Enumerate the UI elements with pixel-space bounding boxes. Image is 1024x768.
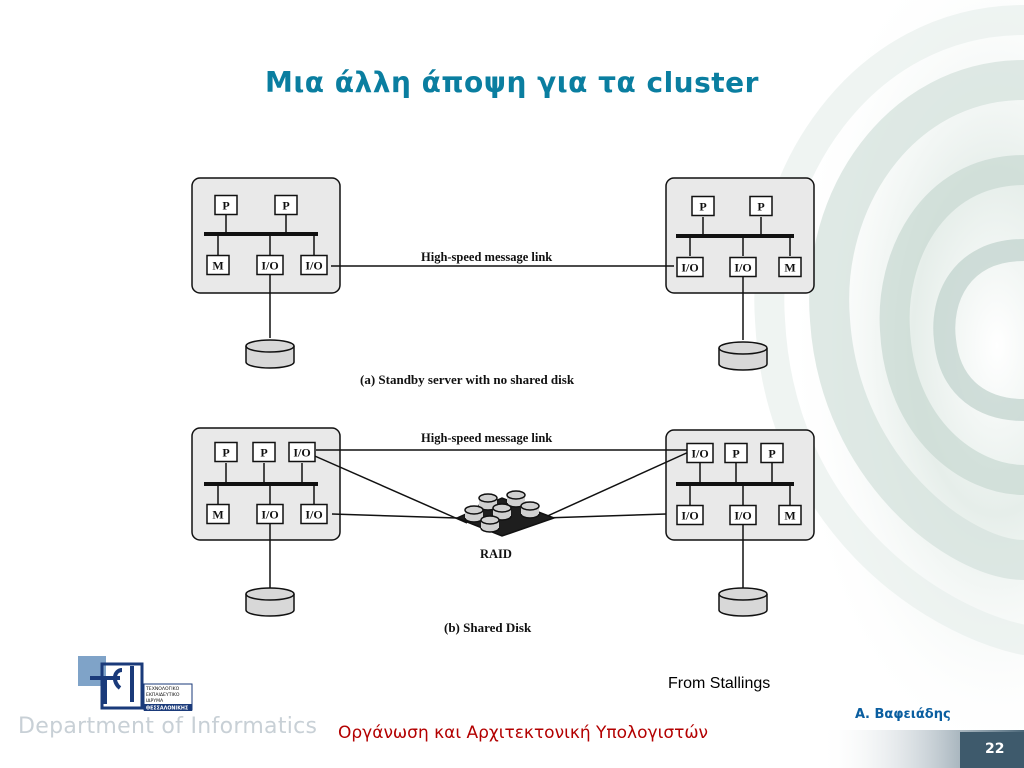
a-caption: (a) Standby server with no shared disk — [360, 372, 575, 387]
a-right-bottom-label-1: I/O — [734, 261, 751, 275]
a-right-bottom-box-1 — [729, 256, 757, 278]
a-right-bottom-label-2: M — [784, 261, 795, 275]
department-label: Department of Informatics — [18, 714, 318, 739]
b-right-bottom-box-1 — [729, 504, 757, 526]
svg-text:ΙΔΡΥΜΑ: ΙΔΡΥΜΑ — [146, 698, 164, 704]
b-left-bottom-box-2 — [300, 503, 328, 525]
tei-logo: ΤΕΧΝΟΛΟΓΙΚΟ ΕΚΠΑΙΔΕΥΤΙΚΟ ΙΔΡΥΜΑ ΘΕΣΣΑΛΟΝ… — [72, 652, 194, 714]
b-right-top-box-0 — [686, 442, 714, 464]
a-left-bottom-label-0: M — [212, 259, 223, 273]
b-left-top-label-0: P — [222, 446, 229, 460]
a-right-top-box-0 — [691, 195, 715, 217]
b-left-top-box-2 — [288, 441, 316, 463]
a-left-top-box-0 — [214, 194, 238, 216]
svg-text:ΘΕΣΣΑΛΟΝΙΚΗΣ: ΘΕΣΣΑΛΟΝΙΚΗΣ — [146, 706, 188, 712]
b-right-bottom-box-0 — [676, 504, 704, 526]
a-left-top-label-1: P — [282, 199, 289, 213]
b-left-top-label-1: P — [260, 446, 267, 460]
a-right-top-box-1 — [749, 195, 773, 217]
a-left-bottom-box-1 — [256, 254, 284, 276]
raid-label: RAID — [480, 547, 512, 561]
a-left-bottom-box-0 — [206, 254, 230, 276]
b-right-top-label-2: P — [768, 447, 775, 461]
b-left-top-box-1 — [252, 441, 276, 463]
b-left-top-box-0 — [214, 441, 238, 463]
a-left-bottom-label-2: I/O — [305, 259, 322, 273]
page-number: 22 — [985, 741, 1005, 757]
b-right-bottom-label-0: I/O — [681, 509, 698, 523]
b-right-top-label-0: I/O — [691, 447, 708, 461]
a-right-bottom-box-0 — [676, 256, 704, 278]
b-right-bottom-label-1: I/O — [734, 509, 751, 523]
b-right-top-box-1 — [724, 442, 748, 464]
b-caption: (b) Shared Disk — [444, 620, 532, 635]
b-left-bottom-label-1: I/O — [261, 508, 278, 522]
b-left-bottom-label-0: M — [212, 508, 223, 522]
b-right-bottom-box-2 — [778, 504, 802, 526]
slide-title: Μια άλλη άποψη για τα cluster — [265, 66, 759, 99]
a-right-top-label-1: P — [757, 200, 764, 214]
a-left-top-box-1 — [274, 194, 298, 216]
b-right-bottom-label-2: M — [784, 509, 795, 523]
b-link-label: High-speed message link — [421, 431, 552, 445]
a-right-top-label-0: P — [699, 200, 706, 214]
svg-text:ΕΚΠΑΙΔΕΥΤΙΚΟ: ΕΚΠΑΙΔΕΥΤΙΚΟ — [146, 692, 180, 698]
b-left-bottom-label-2: I/O — [305, 508, 322, 522]
b-right-top-label-1: P — [732, 447, 739, 461]
a-right-bottom-label-0: I/O — [681, 261, 698, 275]
a-right-bottom-box-2 — [778, 256, 802, 278]
cluster-diagram: P P M I/O I/O P P I/O I/O M P P I/O M I/O I/O I/O P P I/O I/… — [191, 177, 815, 635]
author-name: Α. Βαφειάδης — [855, 707, 951, 722]
a-left-top-label-0: P — [222, 199, 229, 213]
b-right-top-box-2 — [760, 442, 784, 464]
a-link-label: High-speed message link — [421, 250, 552, 264]
b-left-top-label-2: I/O — [293, 446, 310, 460]
b-left-bottom-box-0 — [206, 503, 230, 525]
svg-text:ΤΕΧΝΟΛΟΓΙΚΟ: ΤΕΧΝΟΛΟΓΙΚΟ — [145, 686, 180, 692]
a-left-bottom-box-2 — [300, 254, 328, 276]
b-left-bottom-box-1 — [256, 503, 284, 525]
course-footer: Οργάνωση και Αρχιτεκτονική Υπολογιστών — [338, 723, 709, 743]
a-left-bottom-label-1: I/O — [261, 259, 278, 273]
source-credit: From Stallings — [668, 675, 771, 692]
